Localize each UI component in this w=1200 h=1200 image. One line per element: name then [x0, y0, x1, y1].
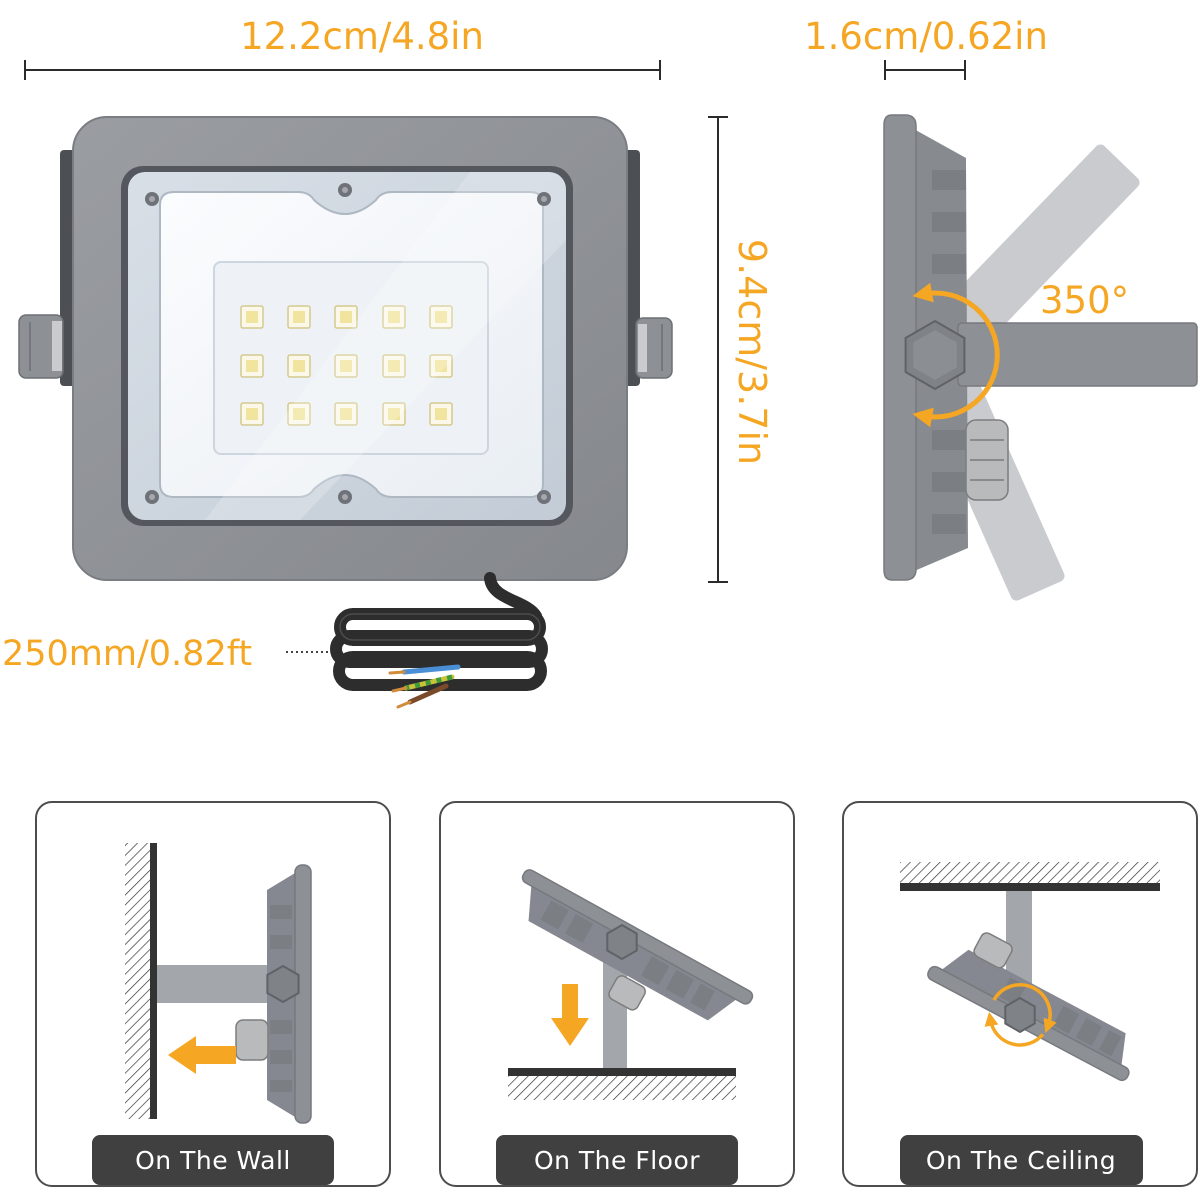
led-chip — [240, 354, 264, 378]
mount-label-wall: On The Wall — [135, 1146, 291, 1175]
lens-screws — [145, 183, 551, 504]
wall-pivot-bolt — [266, 964, 300, 1004]
ceiling-mount-icon — [900, 862, 1160, 1082]
wall-cable-gland — [235, 1019, 269, 1061]
led-chip — [287, 402, 311, 426]
ceiling-rotation-arrow-top — [992, 983, 1057, 1034]
rotation-arrow — [912, 282, 1000, 428]
floor-mount-icon — [508, 869, 754, 1100]
wall-arm — [157, 965, 285, 1003]
cable-length-label: 250mm/0.82ft — [2, 634, 252, 674]
ceiling-rotation-arrow-bottom — [984, 1011, 1045, 1047]
led-grid — [240, 305, 453, 426]
floor-direction-arrow — [551, 984, 589, 1046]
mount-panel-floor: On The Floor — [439, 801, 795, 1187]
led-chip — [240, 305, 264, 329]
wall-direction-arrow — [168, 1036, 236, 1074]
led-chip — [382, 354, 406, 378]
ceiling-surface — [900, 883, 1160, 891]
width-dimension-label: 12.2cm/4.8in — [240, 15, 484, 58]
ceiling-hatch — [900, 862, 1160, 884]
floodlight-front-view: 250mm/0.82ft — [2, 116, 673, 709]
floor-hatch — [508, 1076, 736, 1100]
mount-label-bg — [900, 1135, 1143, 1185]
bracket-arm-ghost-up — [916, 144, 1140, 373]
power-cable — [330, 572, 548, 709]
led-chip — [334, 305, 358, 329]
depth-dimension-label: 1.6cm/0.62in — [804, 15, 1048, 58]
rotation-angle-label: 350° — [1040, 279, 1129, 322]
led-chip — [429, 354, 453, 378]
led-chip — [287, 305, 311, 329]
floor-pivot-bolt — [606, 923, 638, 961]
floor-surface — [508, 1068, 736, 1076]
led-chip — [382, 402, 406, 426]
width-dimension: 12.2cm/4.8in — [24, 15, 661, 80]
wall-mount-icon — [125, 843, 312, 1124]
cable-wires — [388, 664, 461, 709]
mount-label-ceiling: On The Ceiling — [926, 1146, 1116, 1175]
led-chip — [334, 402, 358, 426]
heatsink-fins — [932, 170, 966, 534]
side-front-plate — [883, 114, 917, 581]
wall-hatch — [125, 843, 151, 1119]
mount-label-bg — [92, 1135, 334, 1185]
mount-label-bg — [496, 1135, 738, 1185]
led-chip — [240, 402, 264, 426]
bracket-knob-right — [635, 317, 673, 379]
cable-gland — [965, 419, 1009, 501]
mount-panel-wall: On The Wall — [35, 801, 391, 1187]
bracket-knob-left — [18, 314, 64, 379]
led-chip — [429, 402, 453, 426]
floodlight-side-view: 350° — [883, 114, 1198, 601]
lens-reflection — [205, 172, 566, 520]
mount-panel-ceiling: On The Ceiling — [842, 801, 1198, 1187]
led-chip — [382, 305, 406, 329]
ceiling-pivot-bolt — [1004, 996, 1036, 1034]
led-chip — [287, 354, 311, 378]
depth-dimension: 1.6cm/0.62in — [804, 15, 1048, 80]
mount-label-floor: On The Floor — [534, 1146, 700, 1175]
led-chip — [334, 354, 358, 378]
wall-surface — [150, 843, 157, 1119]
led-chip — [429, 305, 453, 329]
height-dimension: 9.4cm/3.7in — [708, 116, 774, 583]
height-dimension-label: 9.4cm/3.7in — [730, 239, 774, 465]
